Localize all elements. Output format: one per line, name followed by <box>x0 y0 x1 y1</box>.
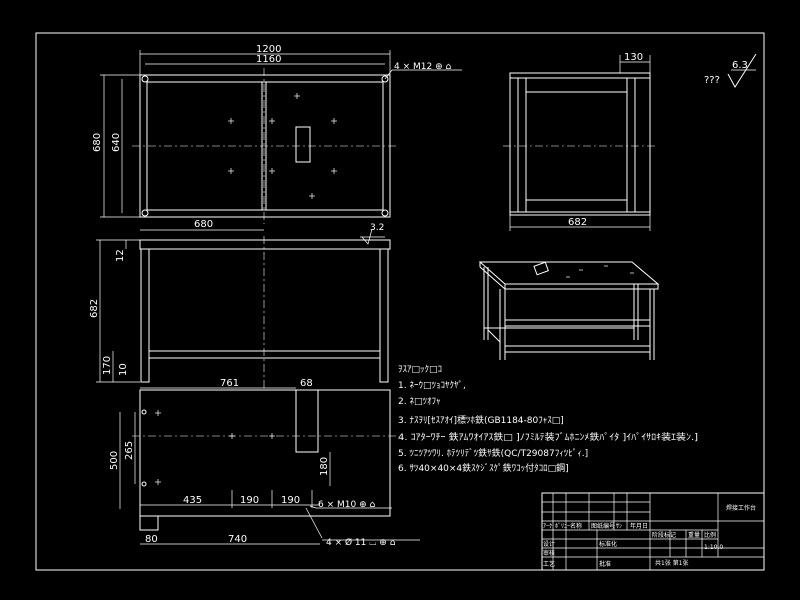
tb-label-3: 图纸编号 <box>591 522 615 530</box>
plate-hole-callout: 4 × Ø 11 ⌴ ⊕ ⌂ <box>326 537 396 548</box>
dim-130: 130 <box>624 52 643 63</box>
sheet-border <box>35 32 765 571</box>
dim-190-b: 190 <box>281 495 300 506</box>
tb-stage: 阶段标记 <box>652 531 676 539</box>
tb-standard: 标准化 <box>599 540 617 548</box>
tb-weight: 重量 <box>688 531 700 539</box>
dim-640: 640 <box>111 133 122 152</box>
dim-435: 435 <box>183 495 202 506</box>
note-item-1: 1. ﾈｰｳ□ﾂｮｺﾔｸﾔﾟ, <box>398 380 466 391</box>
dim-10: 10 <box>118 363 129 376</box>
tb-label-1: ﾎﾞﾘﾆｰ <box>555 523 570 530</box>
plate-hole-icon <box>141 481 147 487</box>
dim-265: 265 <box>124 441 135 460</box>
title-block: ｱｰｸ ﾎﾞﾘﾆｰ 名称 图纸编号 ｻﾝ 年月日 设计 阶段标记 重量 比例 标… <box>541 492 765 571</box>
tb-part-name: 焊接工作台 <box>726 504 756 512</box>
roughness-value: 6.3 <box>732 60 748 71</box>
plate-view: 761 68 500 265 180 435 190 190 6 × M10 ⊕… <box>109 378 420 548</box>
technical-notes: ｦｽｱ□ｯｸ□ｺ 1. ﾈｰｳ□ﾂｮｺﾔｸﾔﾟ, 2. ﾈ□ﾂｵﾌｬ 3. ﾅｽ… <box>398 364 698 474</box>
tb-approve: 批准 <box>599 560 611 568</box>
plate-tap-callout: 6 × M10 ⊕ ⌂ <box>318 500 375 510</box>
dim-190-a: 190 <box>240 495 259 506</box>
dim-680-depth: 680 <box>92 133 103 152</box>
notes-heading: ｦｽｱ□ｯｸ□ｺ <box>398 364 442 375</box>
roughness-symbol: ??? 6.3 <box>704 53 757 88</box>
dim-761: 761 <box>220 378 239 389</box>
tb-review: 审核 <box>543 549 555 557</box>
plate-hole-icon <box>141 409 147 415</box>
side-view: 130 682 <box>503 52 657 231</box>
isometric-view <box>478 261 660 360</box>
tb-label-4: ｻﾝ <box>616 523 622 530</box>
tb-scale: 1:10.0 <box>704 544 723 551</box>
dim-680-half: 680 <box>194 219 213 230</box>
note-item-3: 3. ﾅｽｦﾘ[ｾｽｱｵｲ]標ﾂﾎ鉄(GB1184-80ﾌｬｽ□] <box>398 414 564 426</box>
dim-1200: 1200 <box>256 44 281 55</box>
dim-1160: 1160 <box>256 54 281 65</box>
dim-740: 740 <box>228 534 247 545</box>
note-item-4: 4. ｺｱﾀｰﾜﾁｰ 鉄ｱﾑﾜｵｲｱｽ鉄□ ]ﾉﾌﾐﾙﾃ装ﾌﾞﾑﾎﾆﾝﾒ鉄ﾊﾟｲ… <box>398 431 698 443</box>
top-hole-callout: 4 × M12 ⊕ ⌂ <box>394 62 451 72</box>
front-view: 3.2 12 682 170 10 <box>89 223 391 390</box>
plate-slot <box>295 389 319 453</box>
tb-label-0: ｱｰｸ <box>543 523 552 530</box>
dim-170: 170 <box>102 356 113 375</box>
corner-hole-icon <box>141 209 149 217</box>
roughness-prefix: ??? <box>704 75 720 86</box>
note-item-5: 5. ﾂﾆﾂｱﾂﾜﾘ. ﾎﾃﾂﾘﾃﾞﾂ鉄ｻ鉄(QC/T29087ﾌｨﾂﾋﾟｨ.] <box>398 447 588 459</box>
dim-12: 12 <box>115 249 126 262</box>
dim-500: 500 <box>109 451 120 470</box>
dim-68: 68 <box>300 378 313 389</box>
corner-hole-icon <box>381 75 389 83</box>
dim-682-side: 682 <box>568 217 587 228</box>
iso-slot <box>533 261 549 276</box>
tb-sheet-info: 共1张 第1张 <box>655 559 689 567</box>
note-item-6: 6. ｻﾂ40×40×4鉄ｽｹｼﾞｽｹﾟ鉄ﾜｺｯ付ﾀｺﾛ□鋼] <box>398 462 569 474</box>
dim-682-height: 682 <box>89 299 100 318</box>
dim-180: 180 <box>319 457 330 476</box>
tb-design: 设计 <box>543 540 555 548</box>
tb-scale-label: 比例 <box>704 531 716 539</box>
dim-80: 80 <box>145 534 158 545</box>
top-view: 1200 1160 4 × M12 ⊕ ⌂ 680 640 680 <box>92 44 462 231</box>
note-item-2: 2. ﾈ□ﾂｵﾌｬ <box>398 396 440 407</box>
top-slot <box>295 126 311 163</box>
tb-label-2: 名称 <box>570 522 582 530</box>
roughness-3-2: 3.2 <box>370 223 384 233</box>
corner-hole-icon <box>141 75 149 83</box>
corner-hole-icon <box>381 209 389 217</box>
tb-label-5: 年月日 <box>630 522 648 530</box>
tb-process: 工艺 <box>543 560 555 568</box>
